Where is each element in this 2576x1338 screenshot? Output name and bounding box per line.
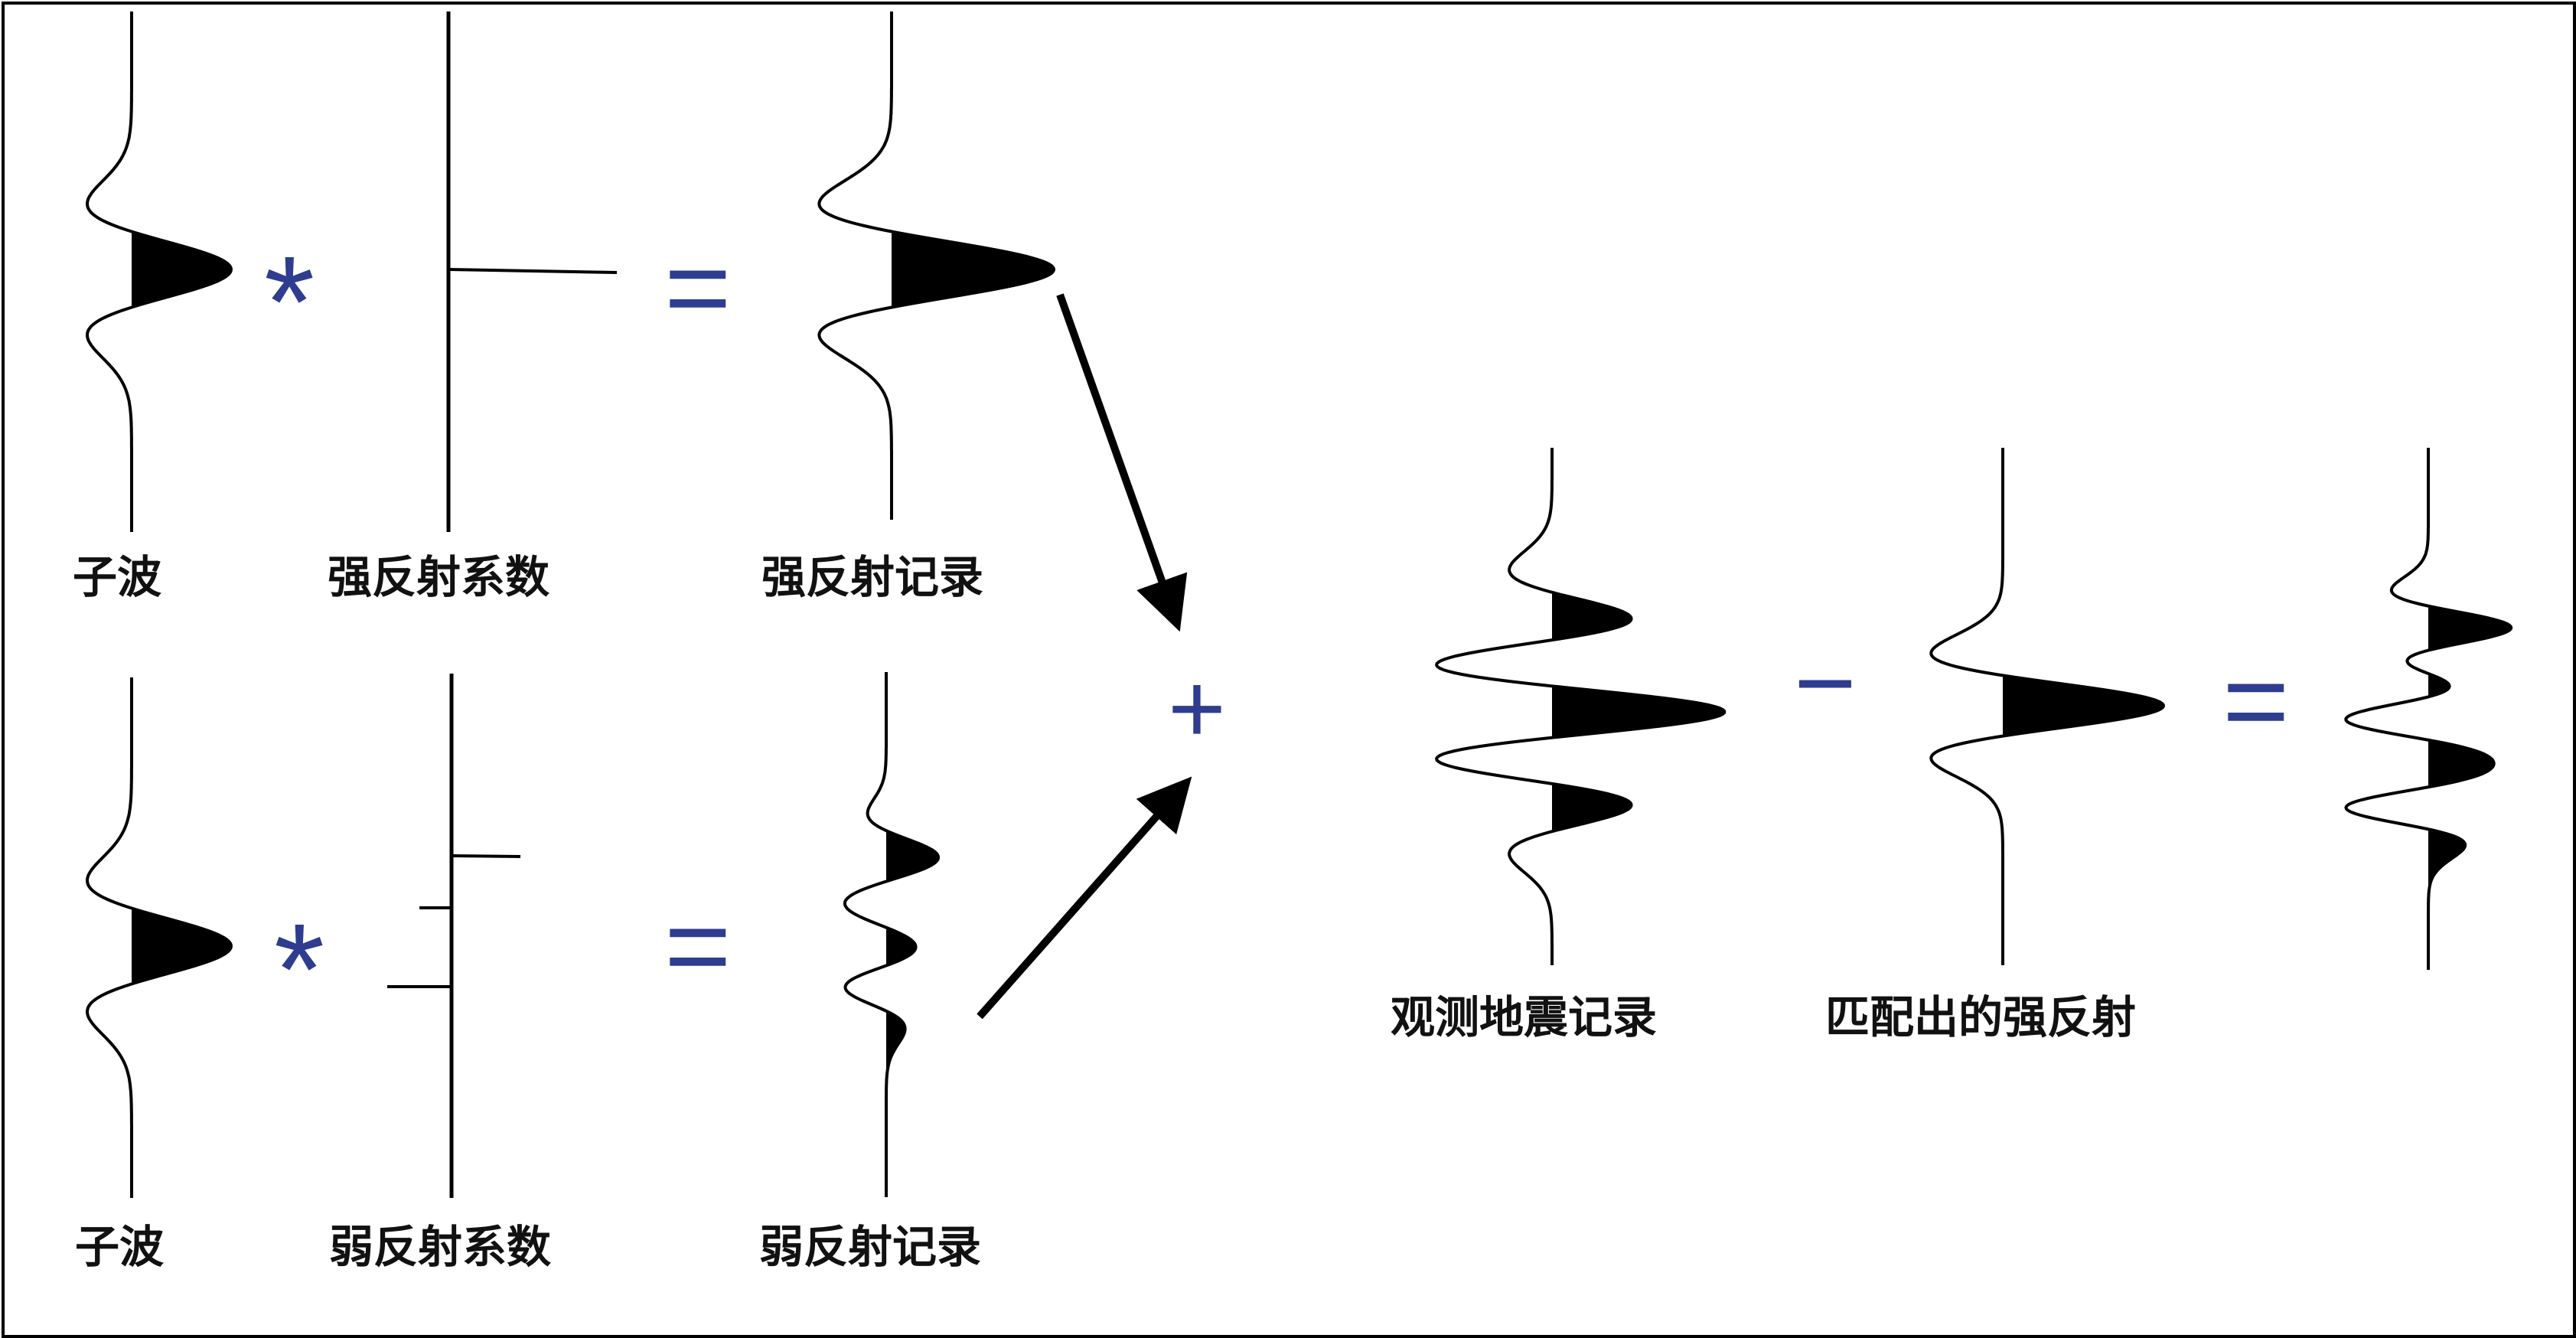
label-observed-record: 观测地震记录 [1391,991,1658,1043]
arrow-strong-to-sum [1056,293,1188,632]
weak-coef-spike-1 [451,854,521,858]
wavelet-bottom-trace [86,677,233,1198]
plus-operator: + [1168,652,1226,764]
equals-operator-top: = [664,223,732,351]
equals-operator-bottom: = [664,881,732,1010]
convolve-operator-bottom: * [274,897,325,1043]
matched-strong-trace-fill [2003,676,2164,736]
observed-record-trace-fill [1552,687,1725,737]
observed-record-trace [1434,448,1727,965]
label-wavelet-bottom: 子波 [75,1221,165,1273]
residual-trace-fill [2428,831,2466,970]
strong-record-trace-fill [892,232,1054,307]
label-weak-coefficient: 弱反射系数 [329,1221,552,1273]
arrow-weak-to-sum [977,776,1192,1020]
convolve-operator-top: * [264,230,315,375]
strong-record-trace [817,11,1055,520]
arrows [977,293,1192,1020]
minus-operator: − [1794,622,1857,742]
strong-coef-spike [448,268,618,274]
wavelet-bottom-trace-fill [132,909,231,984]
wavelet-top-trace-fill [132,232,231,307]
weak-record-trace-fill [886,1012,905,1197]
label-weak-record: 弱反射记录 [759,1221,982,1273]
label-wavelet-top: 子波 [73,551,162,603]
label-strong-coefficient: 强反射系数 [328,551,550,603]
label-matched-strong-reflection: 匹配出的强反射 [1825,991,2137,1043]
residual-trace-fill [2428,607,2512,650]
matched-strong-trace [1929,448,2165,965]
equals-operator-result: = [2222,636,2290,765]
seismic-traces [86,11,2513,1198]
wavelet-top-trace [86,11,233,532]
weak-record-trace [843,672,941,1197]
label-strong-record: 强反射记录 [761,551,984,603]
residual-trace [2344,448,2513,970]
reflection-coefficient-spikes [387,11,618,1198]
